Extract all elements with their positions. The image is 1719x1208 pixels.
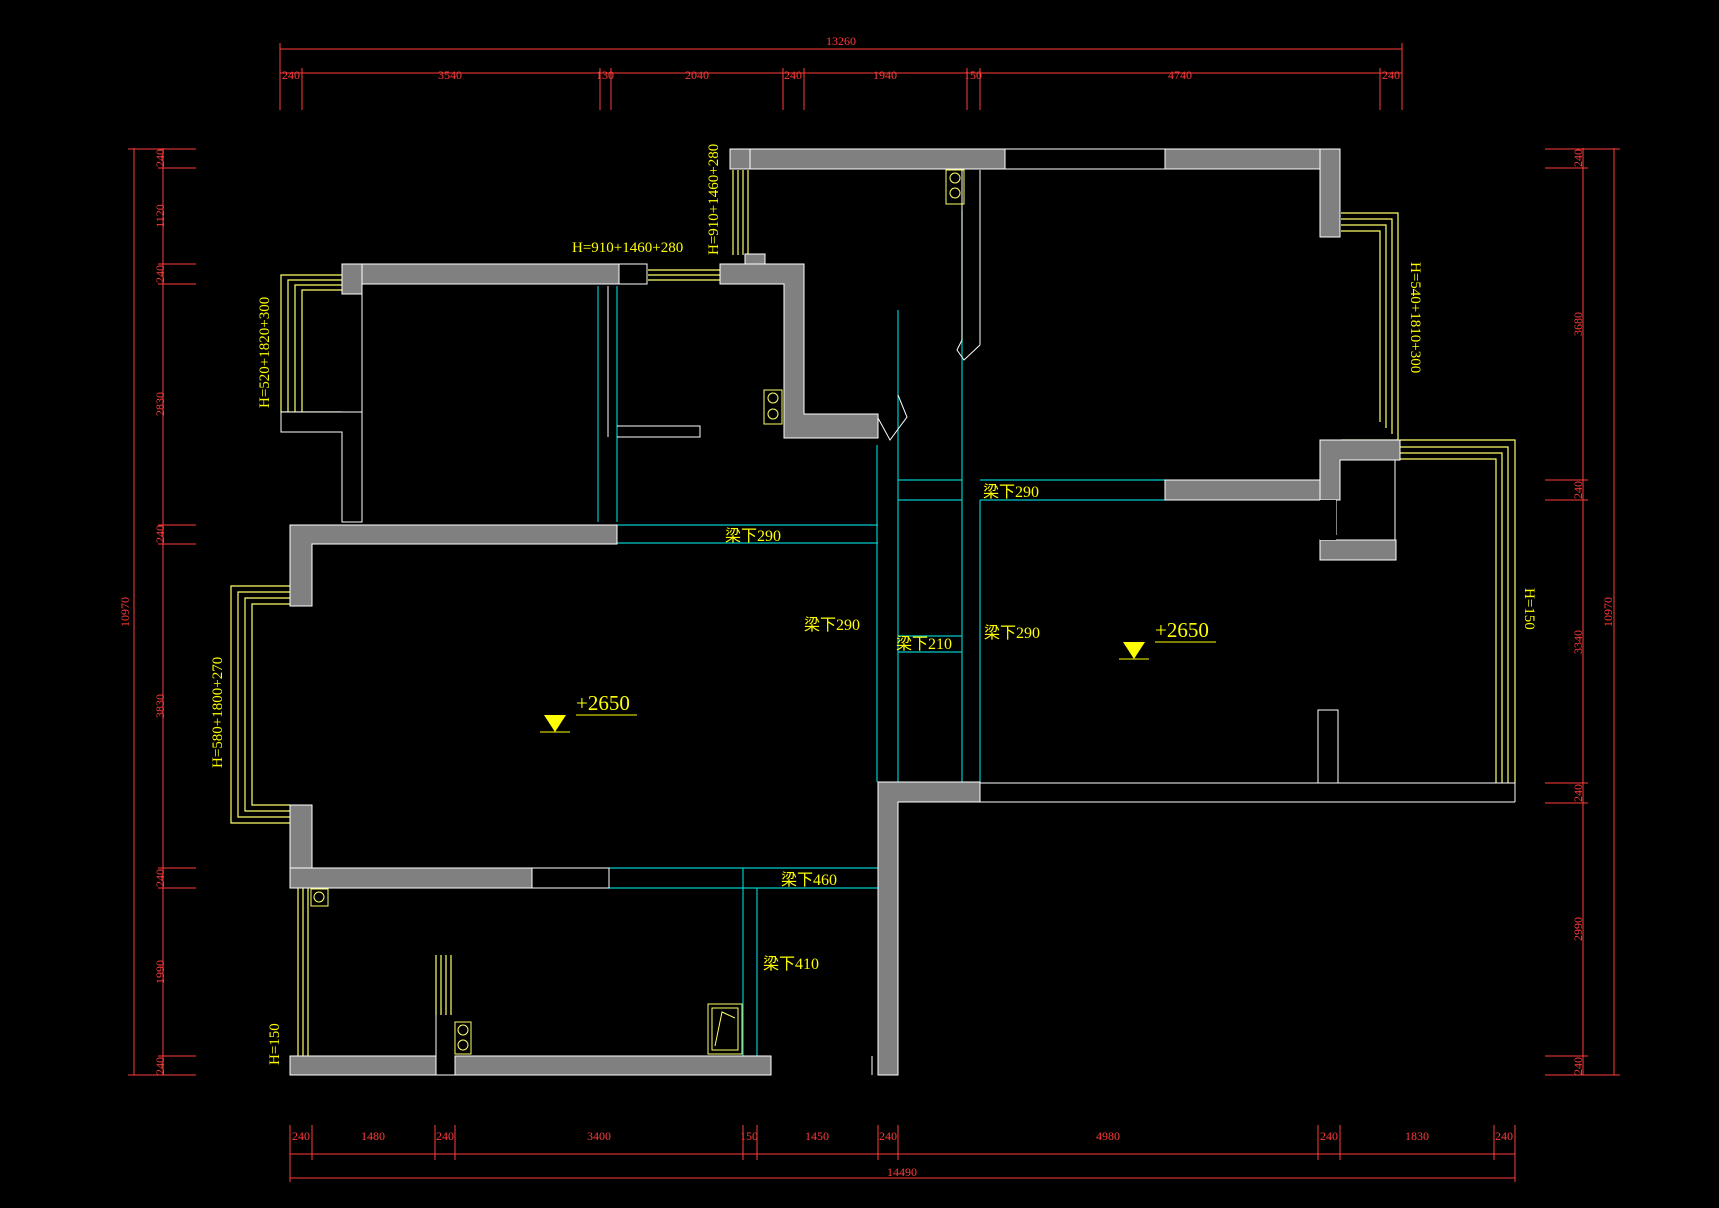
dim-left-9: 240 [153, 1057, 167, 1075]
window-label-left-lower: H=580+1800+270 [210, 657, 226, 768]
dim-left-8: 1990 [153, 960, 167, 984]
beam-label-4: 梁下210 [896, 635, 952, 653]
dim-bottom-3: 240 [436, 1129, 454, 1143]
dim-bottom-4: 3400 [587, 1129, 611, 1143]
dim-right-6: 2990 [1571, 917, 1585, 941]
dim-bottom-7: 240 [879, 1129, 897, 1143]
pipe-circle-icon [763, 389, 783, 425]
inner-outlines [290, 170, 1516, 1076]
dim-left-6: 3830 [153, 694, 167, 718]
window-lines [230, 170, 1516, 1056]
pipe-circle-icon [945, 169, 965, 205]
dim-top-3: 130 [596, 68, 614, 82]
dim-left-7: 240 [153, 869, 167, 887]
dim-bottom-1: 240 [292, 1129, 310, 1143]
window-label-left-upper: H=520+1820+300 [257, 297, 273, 408]
dim-left-3: 240 [153, 265, 167, 283]
pipe-circle-icon [310, 888, 329, 907]
dimension-labels-left: 10970 240 1120 240 2830 240 3830 240 199… [118, 149, 167, 1075]
level-label-right: +2650 [1155, 618, 1209, 642]
dim-left-5: 240 [153, 525, 167, 543]
dim-right-5: 240 [1571, 784, 1585, 802]
dim-right-7: 240 [1571, 1057, 1585, 1075]
dim-top-8: 4740 [1168, 68, 1192, 82]
fixtures [310, 169, 965, 1055]
dim-top-1: 240 [282, 68, 300, 82]
level-triangle-icon [544, 715, 566, 732]
dimension-labels-top: 13260 240 3540 130 2040 240 1940 150 474… [282, 34, 1400, 82]
fixture-box-icon [707, 1003, 743, 1055]
dim-top-5: 240 [784, 68, 802, 82]
dimension-labels-bottom: 240 1480 240 3400 150 1450 240 4980 240 … [292, 1129, 1513, 1179]
wall-openings [531, 148, 1166, 889]
beam-label-7: 梁下410 [763, 955, 819, 973]
beam-label-2: 梁下290 [983, 483, 1039, 501]
dim-left-2: 1120 [153, 204, 167, 228]
level-marker-right: +2650 [1119, 618, 1216, 660]
dim-left-4: 2830 [153, 392, 167, 416]
dim-right-total: 10970 [1601, 597, 1615, 627]
dim-top-9: 240 [1382, 68, 1400, 82]
dim-bottom-8: 4980 [1096, 1129, 1120, 1143]
dim-bottom-10: 1830 [1405, 1129, 1429, 1143]
dim-bottom-2: 1480 [361, 1129, 385, 1143]
level-triangle-icon [1123, 642, 1145, 659]
dim-top-total: 13260 [826, 34, 856, 48]
dim-bottom-9: 240 [1320, 1129, 1338, 1143]
level-label-left: +2650 [576, 691, 630, 715]
window-label-top-vertical: H=910+1460+280 [706, 144, 722, 255]
dim-top-4: 2040 [685, 68, 709, 82]
window-label-top-mid: H=910+1460+280 [572, 240, 683, 256]
window-label-right-upper: H=540+1810+300 [1407, 262, 1423, 373]
dim-right-4: 3340 [1571, 630, 1585, 654]
dim-top-6: 1940 [873, 68, 897, 82]
beam-label-6: 梁下460 [781, 871, 837, 889]
dim-left-1: 240 [153, 149, 167, 167]
dim-left-total: 10970 [118, 597, 132, 627]
dim-right-2: 3680 [1571, 312, 1585, 336]
dimension-labels-right: 10970 240 3680 240 3340 240 2990 240 [1571, 149, 1615, 1075]
dim-bottom-5: 150 [740, 1129, 758, 1143]
beam-label-3: 梁下290 [804, 616, 860, 634]
dim-bottom-6: 1450 [805, 1129, 829, 1143]
walls [280, 148, 1401, 1076]
dim-top-2: 3540 [438, 68, 462, 82]
annotations: H=910+1460+280 H=910+1460+280 H=520+1820… [210, 144, 1537, 1065]
dimension-lines [128, 43, 1620, 1182]
dim-top-7: 150 [964, 68, 982, 82]
dim-right-1: 240 [1571, 149, 1585, 167]
dim-bottom-11: 240 [1495, 1129, 1513, 1143]
window-label-bottom-left: H=150 [267, 1023, 283, 1065]
beam-label-1: 梁下290 [725, 527, 781, 545]
dim-bottom-total: 14490 [887, 1165, 917, 1179]
level-marker-left: +2650 [540, 691, 637, 733]
beam-lines [597, 210, 1165, 1056]
beam-label-5: 梁下290 [984, 624, 1040, 642]
dim-right-3: 240 [1571, 481, 1585, 499]
pipe-circle-icon [454, 1021, 472, 1055]
window-label-right-lower: H=150 [1521, 588, 1537, 630]
